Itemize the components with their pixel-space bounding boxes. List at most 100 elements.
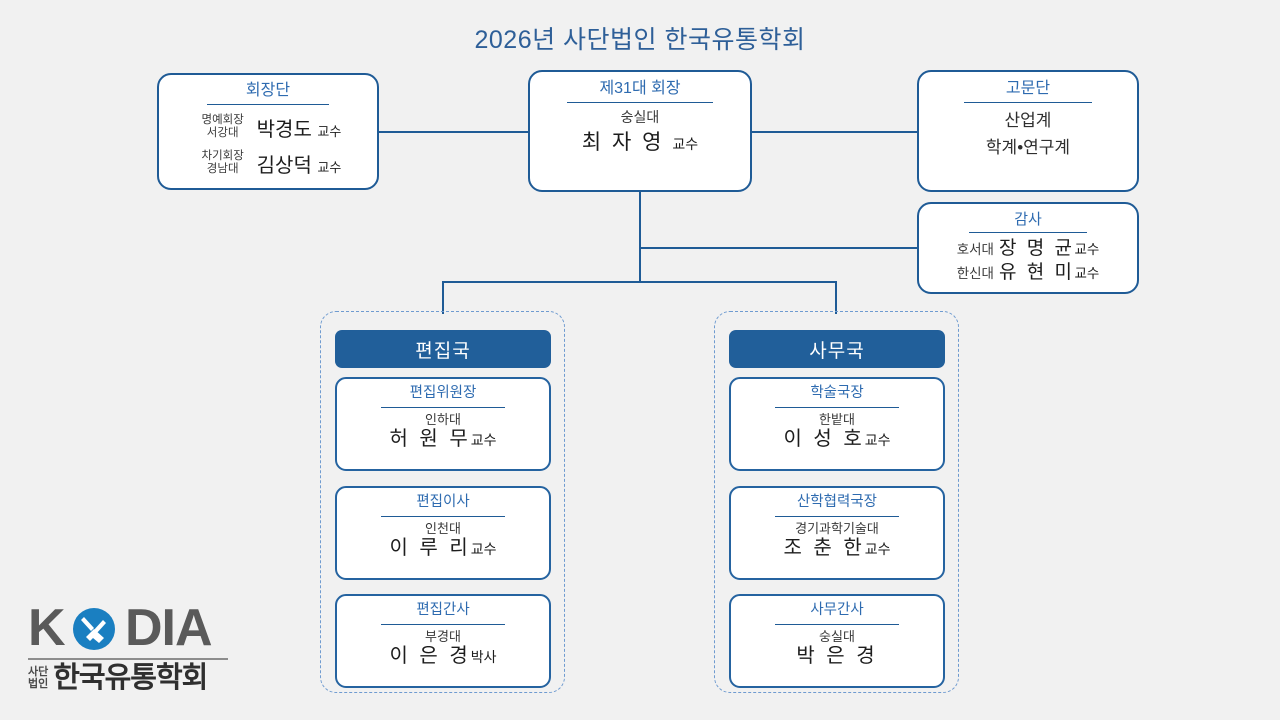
person-title: 교수 [1074,265,1100,281]
university-label: 서강대 [206,127,239,139]
chairman-box[interactable]: 제31대 회장 숭실대 최 자 영 교수 [528,70,752,192]
auditors-box[interactable]: 감사 호서대 장 명 균교수 한신대 유 현 미교수 [917,202,1139,294]
university-label: 호서대 [956,242,994,257]
member-name-row: 허 원 무교수 [389,427,496,452]
divider [964,102,1092,103]
divider [775,515,899,517]
connector-drop-editorial [442,281,445,314]
globe-icon [72,607,116,651]
president-group-row: 명예회장 서강대 박경도 교수 [195,109,342,145]
advisors-box[interactable]: 고문단 산업계 학계•연구계 [917,70,1139,192]
person-name: 박경도 [256,118,312,141]
advisors-line-academia: 학계•연구계 [985,138,1071,158]
member-name-row: 박 은 경 [796,644,877,669]
divider [381,515,505,517]
divider [775,623,899,625]
member-card[interactable]: 편집간사 부경대 이 은 경박사 [335,594,551,688]
president-group-box[interactable]: 회장단 명예회장 서강대 박경도 교수 차기회장 경남대 김상덕 교수 [157,73,379,190]
divider [969,232,1087,233]
person-name: 조 춘 한 [783,536,865,559]
role-label: 차기회장 [201,150,244,163]
member-role: 사무간사 [810,602,864,618]
member-university: 경기과학기술대 [795,520,879,536]
president-group-heading: 회장단 [245,82,291,99]
auditors-heading: 감사 [1014,211,1042,228]
president-group-name: 김상덕 교수 [257,149,342,178]
connector-drop-secretariat [835,281,838,314]
member-university: 한밭대 [819,411,855,427]
member-card[interactable]: 사무간사 숭실대 박 은 경 [729,594,945,688]
person-name: 허 원 무 [389,427,471,450]
connector-presidentgroup-chair [379,131,528,134]
advisors-line-industry: 산업계 [1004,111,1052,130]
member-name-row: 이 성 호교수 [783,427,890,452]
divider [567,102,713,103]
divider [775,406,899,408]
person-name: 김상덕 [256,154,312,177]
chairman-name-row: 최 자 영 교수 [582,130,698,155]
role-label: 명예회장 [201,114,244,127]
member-university: 부경대 [425,628,461,644]
university-label: 한신대 [956,265,994,281]
person-title: 교수 [1074,242,1100,257]
divider [381,406,505,408]
member-role: 편집위원장 [409,385,477,401]
person-name: 박 은 경 [796,644,878,667]
person-title: 교수 [317,159,342,175]
person-name: 유 현 미 [998,261,1075,283]
person-name: 이 성 호 [783,427,865,450]
auditor-row: 한신대 유 현 미교수 [957,261,1100,285]
division-group-secretariat [714,311,959,693]
logo-letter-k: K [28,599,66,657]
member-card[interactable]: 산학협력국장 경기과학기술대 조 춘 한교수 [729,486,945,580]
logo-org-name: 한국유통학회 [53,662,208,694]
person-title: 교수 [470,431,497,448]
connector-chair-advisors [752,131,917,134]
president-group-role: 차기회장 경남대 [195,150,251,176]
logo-divider [28,658,228,660]
person-name: 장 명 균 [998,238,1075,259]
member-university: 인하대 [425,411,461,427]
person-title: 교수 [470,540,497,557]
member-university: 인천대 [425,520,461,536]
logo-wordmark: K DIA [28,602,236,654]
connector-chair-trunk [639,190,642,282]
member-name-row: 이 루 리교수 [389,536,496,561]
member-role: 학술국장 [810,385,864,401]
division-header-editorial[interactable]: 편집국 [335,330,551,368]
member-card[interactable]: 편집위원장 인하대 허 원 무교수 [335,377,551,471]
advisors-heading: 고문단 [1005,80,1051,97]
member-name-row: 조 춘 한교수 [783,536,890,561]
member-card[interactable]: 학술국장 한밭대 이 성 호교수 [729,377,945,471]
member-university: 숭실대 [819,628,855,644]
person-title: 박사 [470,648,497,665]
university-label: 경남대 [206,163,239,175]
division-group-editorial [320,311,565,693]
person-title: 교수 [864,431,891,448]
person-title: 교수 [317,123,342,139]
person-name: 최 자 영 [581,131,665,155]
president-group-row: 차기회장 경남대 김상덕 교수 [195,145,342,181]
connector-chair-auditors [639,247,917,250]
page-title: 2026년 사단법인 한국유통학회 [474,26,806,54]
kodia-logo: K DIA 사단 법인 한국유통학회 [28,602,236,694]
auditor-row: 호서대 장 명 균교수 [957,237,1100,261]
person-name: 이 은 경 [389,644,471,667]
corp-line-1: 사단 [28,665,49,678]
person-title: 교수 [864,540,891,557]
person-name: 이 루 리 [389,536,471,559]
member-card[interactable]: 편집이사 인천대 이 루 리교수 [335,486,551,580]
divider [207,104,329,105]
chairman-university: 숭실대 [620,109,660,125]
division-header-secretariat[interactable]: 사무국 [729,330,945,368]
corp-line-2: 법인 [28,677,49,690]
chairman-heading: 제31대 회장 [599,80,681,97]
member-role: 산학협력국장 [796,494,878,510]
member-role: 편집간사 [416,602,470,618]
member-name-row: 이 은 경박사 [389,644,496,669]
auditor-name: 장 명 균교수 [999,237,1099,261]
president-group-role: 명예회장 서강대 [195,114,251,140]
logo-letters-dia: DIA [125,599,213,657]
logo-subtitle: 사단 법인 한국유통학회 [28,662,208,694]
